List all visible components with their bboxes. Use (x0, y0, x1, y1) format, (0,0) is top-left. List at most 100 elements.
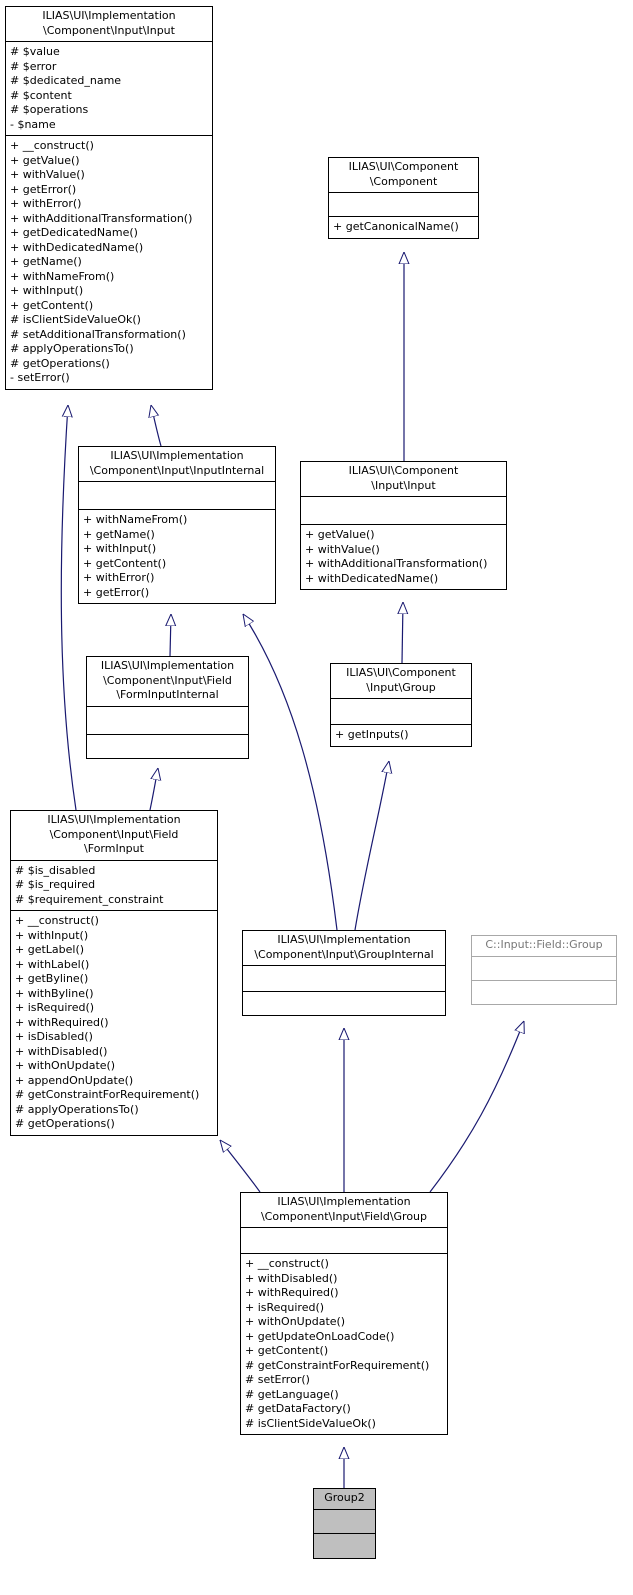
method: # getConstraintForRequirement() (245, 1358, 430, 1372)
method: # isClientSideValueOk() (10, 313, 141, 326)
attribute: # $operations (10, 103, 89, 116)
method: + isDisabled() (15, 1030, 93, 1043)
method: + __construct() (15, 914, 99, 927)
class-impl-group-internal[interactable]: ILIAS\UI\Implementation \Component\Input… (242, 930, 446, 1016)
method: + getInputs() (335, 728, 409, 741)
method: + withByline() (15, 986, 94, 1000)
class-comp-input-group[interactable]: ILIAS\UI\Component \Input\Group + getInp… (330, 663, 472, 747)
methods-section: + getInputs() (331, 724, 471, 746)
method: + withRequired() (15, 1015, 109, 1029)
attributes-section: # $value # $error # $dedicated_name # $c… (6, 41, 212, 135)
method: + withAdditionalTransformation() (10, 211, 193, 225)
attributes-section (243, 965, 445, 991)
edge-compgroup-to-compinput (402, 602, 403, 664)
method: + getName() (10, 255, 82, 268)
method: # getOperations() (15, 1117, 115, 1130)
method: + __construct() (245, 1257, 329, 1270)
method: + withDedicatedName() (10, 240, 144, 254)
method: + appendOnUpdate() (15, 1073, 134, 1087)
class-title: ILIAS\UI\Implementation \Component\Input… (42, 9, 176, 37)
method: + isRequired() (15, 1001, 95, 1014)
method: + withValue() (10, 168, 85, 181)
method: + withOnUpdate() (245, 1315, 346, 1328)
attribute: # $is_disabled (15, 863, 96, 877)
method: # applyOperationsTo() (10, 342, 134, 355)
method: + withValue() (305, 542, 380, 556)
methods-section: + __construct() + withDisabled() + withR… (241, 1253, 447, 1434)
methods-section: + getCanonicalName() (329, 216, 478, 238)
edge-inputinternal-to-input (151, 405, 162, 447)
method: + withOnUpdate() (15, 1059, 116, 1072)
attribute: # $requirement_constraint (15, 892, 164, 906)
class-comp-component[interactable]: ILIAS\UI\Component \Component + getCanon… (328, 157, 479, 239)
methods-section: + __construct() + withInput() + getLabel… (11, 910, 217, 1135)
method: + getError() (83, 585, 150, 599)
attribute: # $is_required (15, 878, 96, 891)
method: - setError() (10, 371, 70, 384)
method: + withInput() (10, 284, 84, 297)
method: + getName() (83, 527, 155, 541)
methods-section: + withNameFrom() + getName() + withInput… (79, 509, 275, 603)
class-title: ILIAS\UI\Implementation \Component\Input… (100, 659, 235, 701)
method: + getContent() (245, 1344, 329, 1357)
method: # setError() (245, 1373, 310, 1386)
class-title: ILIAS\UI\Component \Input\Input (348, 464, 459, 492)
class-title: ILIAS\UI\Implementation \Component\Input… (254, 933, 434, 961)
class-impl-form-input[interactable]: ILIAS\UI\Implementation \Component\Input… (10, 810, 218, 1136)
method: + withDedicatedName() (305, 571, 439, 585)
attributes-section (331, 698, 471, 724)
method: + getLabel() (15, 943, 85, 956)
method: + getCanonicalName() (333, 220, 459, 233)
methods-section: + __construct() + getValue() + withValue… (6, 135, 212, 389)
class-impl-input-internal[interactable]: ILIAS\UI\Implementation \Component\Input… (78, 446, 276, 604)
method: # getDataFactory() (245, 1402, 351, 1415)
edge-groupinternal-to-compgroup (354, 761, 389, 931)
method: + withNameFrom() (10, 269, 115, 283)
method: # applyOperationsTo() (15, 1102, 139, 1116)
class-impl-form-input-internal[interactable]: ILIAS\UI\Implementation \Component\Input… (86, 656, 249, 759)
method: + withInput() (15, 928, 89, 942)
attributes-section (241, 1227, 447, 1253)
method: # isClientSideValueOk() (245, 1416, 376, 1430)
class-impl-input[interactable]: ILIAS\UI\Implementation \Component\Input… (5, 6, 213, 390)
method: + withAdditionalTransformation() (305, 557, 488, 570)
edge-forminput-to-input (60, 405, 77, 811)
class-group2[interactable]: Group2 (313, 1488, 376, 1559)
method: # setAdditionalTransformation() (10, 327, 186, 341)
attributes-section (314, 1508, 375, 1533)
method: # getLanguage() (245, 1387, 339, 1401)
attributes-section (329, 192, 478, 216)
methods-section (243, 991, 445, 1015)
method: + withError() (83, 571, 155, 584)
method: + getContent() (10, 298, 94, 312)
methods-section (472, 979, 616, 1004)
edge-fieldgroup-to-forminput (220, 1140, 261, 1193)
class-title: ILIAS\UI\Implementation \Component\Input… (260, 1195, 428, 1223)
method: + getUpdateOnLoadCode() (245, 1329, 395, 1343)
attribute: # $error (10, 59, 57, 73)
class-title: ILIAS\UI\Implementation \Component\Input… (47, 813, 181, 855)
method: + getContent() (83, 556, 167, 570)
class-c-field-group[interactable]: C::Input::Field::Group (471, 935, 617, 1005)
method: + getError() (10, 182, 77, 196)
class-comp-input-input[interactable]: ILIAS\UI\Component \Input\Input + getVal… (300, 461, 507, 590)
attributes-section (301, 496, 506, 524)
attribute: # $content (10, 88, 72, 102)
class-title: ILIAS\UI\Implementation \Component\Input… (89, 449, 265, 477)
edge-forminputinternal-to-inputinternal (170, 614, 171, 657)
edge-fieldgroup-to-cfieldgroup (429, 1021, 524, 1193)
attribute: # $value (10, 45, 60, 58)
attributes-section: # $is_disabled # $is_required # $require… (11, 859, 217, 911)
method: # getConstraintForRequirement() (15, 1088, 200, 1101)
methods-section (87, 733, 248, 758)
methods-section: + getValue() + withValue() + withAdditio… (301, 524, 506, 589)
method: + withLabel() (15, 957, 90, 971)
method: + withNameFrom() (83, 513, 188, 526)
method: + getByline() (15, 972, 89, 985)
method: + isRequired() (245, 1300, 325, 1314)
method: + withDisabled() (245, 1271, 338, 1285)
class-title: C::Input::Field::Group (485, 938, 603, 951)
method: + withRequired() (245, 1286, 339, 1299)
class-impl-field-group[interactable]: ILIAS\UI\Implementation \Component\Input… (240, 1192, 448, 1435)
